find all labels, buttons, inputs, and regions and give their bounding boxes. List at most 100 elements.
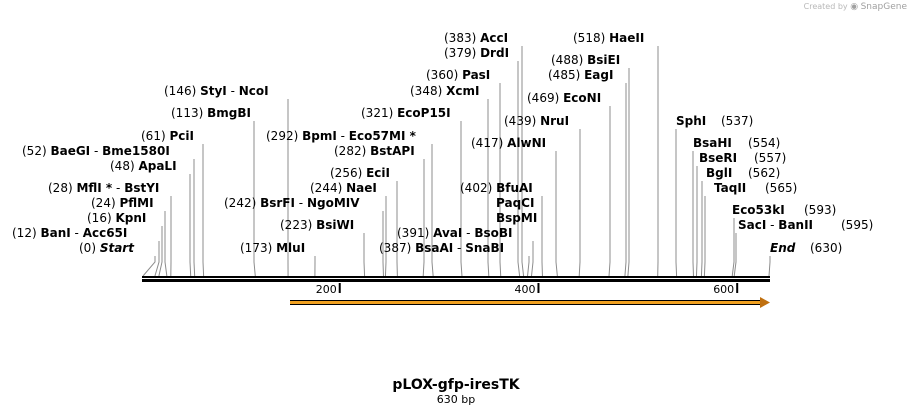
site-enzyme: BaeGI — [50, 144, 90, 158]
site-position: (379) — [444, 46, 480, 60]
site-enzyme: BsiWI — [316, 218, 354, 232]
site-position-bseri: (557) — [754, 151, 786, 165]
site-enzyme-2: BsoBI — [474, 226, 512, 240]
site-label-paqci[interactable]: PaqCI — [496, 196, 534, 210]
site-label-nrui[interactable]: (439) NruI — [504, 114, 569, 128]
site-position: (0) — [79, 241, 100, 255]
site-label-naei[interactable]: (244) NaeI — [310, 181, 377, 195]
site-label-mfli[interactable]: (28) MflI * - BstYI — [48, 181, 159, 195]
site-label-alwni[interactable]: (417) AlwNI — [471, 136, 546, 150]
site-label-bpmi[interactable]: (292) BpmI - Eco57MI * — [266, 129, 417, 143]
site-label-acci[interactable]: (383) AccI — [444, 31, 508, 45]
site-line-eagi — [624, 83, 627, 277]
site-label-kpni[interactable]: (16) KpnI — [87, 211, 146, 225]
site-label-apali[interactable]: (48) ApaLI — [110, 159, 177, 173]
site-enzyme-2: Eco57MI * — [349, 129, 417, 143]
site-position: (24) — [91, 196, 119, 210]
site-line-bani — [154, 241, 160, 277]
site-enzyme: PciI — [169, 129, 194, 143]
site-enzyme: BsrFI — [260, 196, 295, 210]
site-enzyme: MluI — [276, 241, 305, 255]
site-label-bspmi[interactable]: BspMI — [496, 211, 537, 225]
site-enzyme: EagI — [584, 68, 613, 82]
site-enzyme: BanI — [40, 226, 70, 240]
site-enzyme-2: NgoMIV — [307, 196, 360, 210]
site-line-taqii — [703, 196, 706, 277]
site-position-end: (630) — [810, 241, 842, 255]
site-enzyme: End — [770, 241, 796, 255]
site-line-saci — [733, 233, 737, 277]
site-separator: - — [337, 129, 349, 143]
site-line-ecop15i — [460, 121, 463, 277]
site-position: (518) — [573, 31, 609, 45]
credit-prefix: Created by — [803, 2, 848, 11]
site-enzyme: PasI — [462, 68, 490, 82]
backbone-top-strand — [142, 276, 770, 278]
site-position-bgli: (562) — [748, 166, 780, 180]
site-separator: - — [453, 241, 465, 255]
site-enzyme: BseRI — [699, 151, 737, 165]
site-position: (439) — [504, 114, 540, 128]
site-position: (485) — [548, 68, 584, 82]
site-line-drdi — [517, 61, 521, 277]
site-label-bsiei[interactable]: (488) BsiEI — [551, 53, 620, 67]
site-label-bsiwi[interactable]: (223) BsiWI — [280, 218, 354, 232]
site-label-bseri[interactable]: BseRI — [699, 151, 737, 165]
site-position: (244) — [310, 181, 346, 195]
site-label-bfuai[interactable]: (402) BfuAI — [460, 181, 533, 195]
site-line-sphi — [675, 129, 678, 277]
site-label-start[interactable]: (0) Start — [79, 241, 135, 255]
site-label-bstapi[interactable]: (282) BstAPI — [334, 144, 415, 158]
site-label-styi[interactable]: (146) StyI - NcoI — [164, 84, 269, 98]
site-label-taqii[interactable]: TaqII — [714, 181, 746, 195]
site-label-xcmi[interactable]: (348) XcmI — [410, 84, 479, 98]
site-enzyme: TaqII — [714, 181, 746, 195]
site-label-drdi[interactable]: (379) DrdI — [444, 46, 509, 60]
site-line-pcii — [202, 144, 205, 277]
site-line-bstapi — [422, 159, 425, 277]
site-position: (282) — [334, 144, 370, 158]
site-label-eco53ki[interactable]: Eco53kI — [732, 203, 785, 217]
site-label-baegi[interactable]: (52) BaeGI - Bme1580I — [22, 144, 170, 158]
site-label-ecii[interactable]: (256) EciI — [330, 166, 390, 180]
site-label-pflmi[interactable]: (24) PflMI — [91, 196, 154, 210]
site-enzyme: BsaAI — [415, 241, 453, 255]
site-label-bsahi[interactable]: BsaHI — [693, 136, 732, 150]
ruler-label-400: 400 — [514, 283, 535, 296]
site-label-bsrfi[interactable]: (242) BsrFI - NgoMIV — [224, 196, 360, 210]
site-enzyme: NruI — [540, 114, 569, 128]
site-label-bgli[interactable]: BglI — [706, 166, 732, 180]
site-line-baegi — [193, 159, 196, 277]
site-label-eagi[interactable]: (485) EagI — [548, 68, 613, 82]
site-line-bseri — [695, 166, 698, 277]
site-enzyme: SphI — [676, 114, 706, 128]
site-line-bsaai — [527, 256, 530, 277]
site-enzyme: MflI * — [76, 181, 112, 195]
site-enzyme: Start — [100, 241, 135, 255]
site-separator: - — [71, 226, 83, 240]
site-enzyme-2: Acc65I — [83, 226, 128, 240]
site-line-bpmi — [431, 144, 434, 277]
site-line-bmgbi — [253, 121, 256, 277]
site-label-end[interactable]: End — [770, 241, 796, 255]
site-label-econi[interactable]: (469) EcoNI — [527, 91, 601, 105]
site-position: (12) — [12, 226, 40, 240]
site-label-avai[interactable]: (391) AvaI - BsoBI — [397, 226, 512, 240]
site-line-naei — [384, 196, 387, 277]
site-position: (292) — [266, 129, 302, 143]
site-label-bsaai[interactable]: (387) BsaAI - SnaBI — [379, 241, 504, 255]
site-label-saci[interactable]: SacI - BanII — [738, 218, 813, 232]
site-enzyme: EcoNI — [563, 91, 601, 105]
site-label-pasi[interactable]: (360) PasI — [426, 68, 490, 82]
site-position: (223) — [280, 218, 316, 232]
site-line-apali — [189, 174, 192, 277]
feature-arrow[interactable] — [290, 297, 770, 308]
site-label-bmgbi[interactable]: (113) BmgBI — [171, 106, 251, 120]
site-label-sphi[interactable]: SphI — [676, 114, 706, 128]
site-enzyme: XcmI — [446, 84, 479, 98]
site-label-bani[interactable]: (12) BanI - Acc65I — [12, 226, 127, 240]
site-label-mlui[interactable]: (173) MluI — [240, 241, 305, 255]
site-label-haeii[interactable]: (518) HaeII — [573, 31, 644, 45]
site-label-pcii[interactable]: (61) PciI — [141, 129, 194, 143]
site-label-ecop15i[interactable]: (321) EcoP15I — [361, 106, 451, 120]
